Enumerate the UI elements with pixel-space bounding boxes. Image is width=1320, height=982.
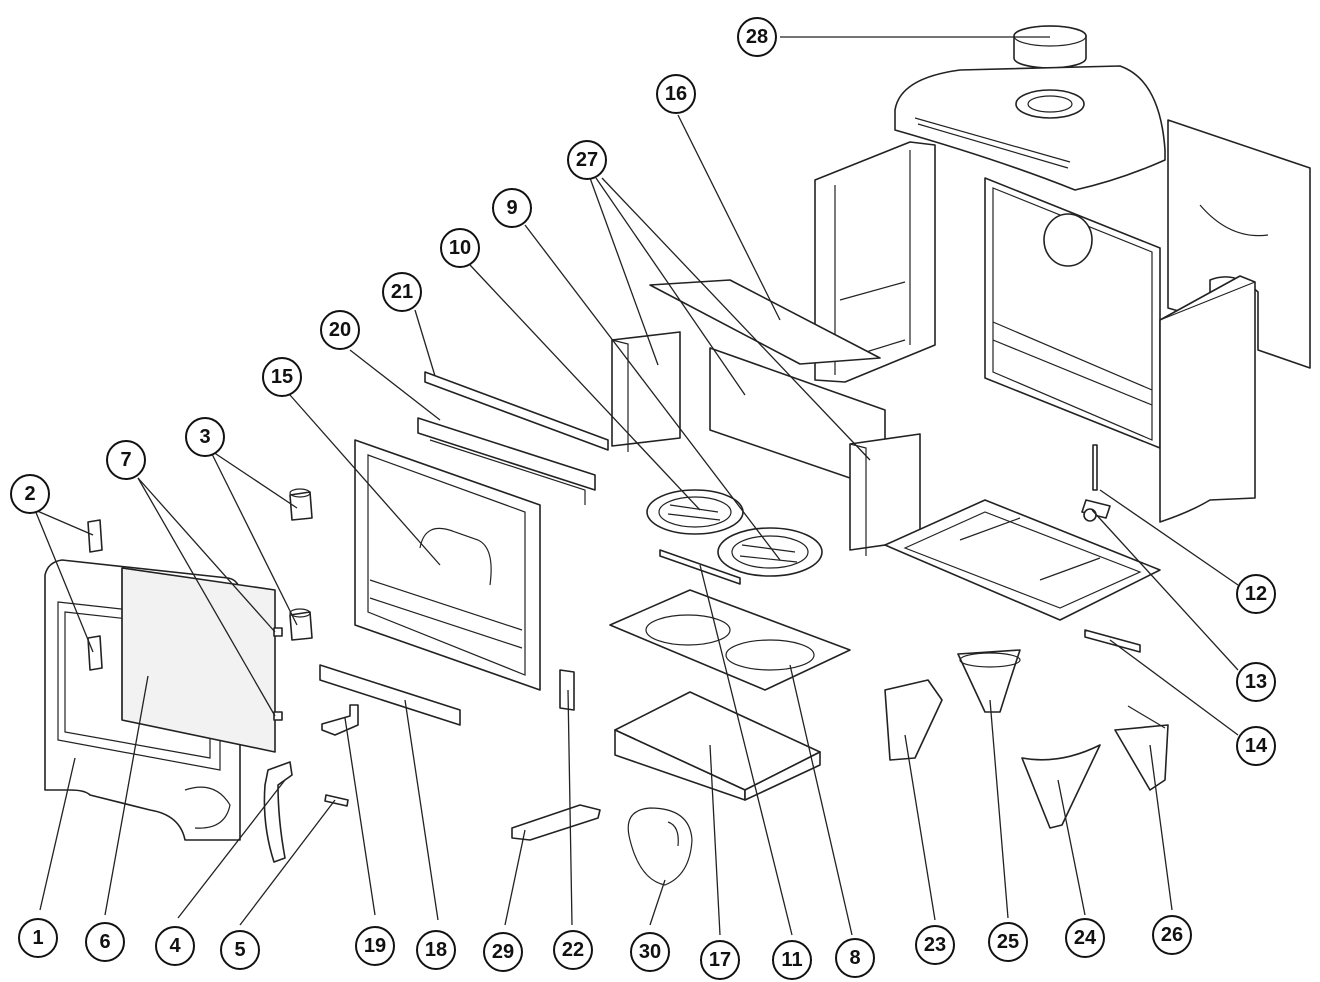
- svg-text:21: 21: [391, 281, 413, 303]
- svg-text:8: 8: [849, 947, 860, 969]
- callout-18: 18: [416, 930, 456, 970]
- svg-text:26: 26: [1161, 924, 1183, 946]
- leader-lines: [34, 36, 1239, 936]
- callout-1: 1: [18, 918, 58, 958]
- callout-17: 17: [700, 940, 740, 980]
- callout-24: 24: [1065, 918, 1105, 958]
- svg-text:18: 18: [425, 939, 447, 961]
- callout-23: 23: [915, 925, 955, 965]
- svg-text:3: 3: [199, 426, 210, 448]
- svg-text:22: 22: [562, 939, 584, 961]
- part-back-panel: [984, 177, 1161, 449]
- callout-5: 5: [220, 930, 260, 970]
- callout-7: 7: [106, 440, 146, 480]
- part-gasket: [627, 807, 693, 886]
- svg-text:12: 12: [1245, 583, 1267, 605]
- callout-9: 9: [492, 188, 532, 228]
- part-latch-upper: [87, 519, 103, 553]
- callout-20: 20: [320, 310, 360, 350]
- callout-10: 10: [440, 228, 480, 268]
- svg-text:4: 4: [169, 935, 181, 957]
- part-right-side-body: [1159, 275, 1256, 523]
- part-latch-lower: [87, 635, 103, 671]
- part-leg-rear-right: [1114, 705, 1169, 791]
- part-base-plate: [884, 499, 1161, 621]
- part-latch-plate: [559, 669, 575, 711]
- part-grate-left: [646, 489, 744, 535]
- callout-13: 13: [1236, 662, 1276, 702]
- svg-text:30: 30: [639, 941, 661, 963]
- part-leg-front-left: [884, 679, 943, 761]
- svg-text:11: 11: [781, 949, 802, 971]
- callout-15: 15: [262, 357, 302, 397]
- part-door-glass: [121, 567, 276, 753]
- callout-2: 2: [10, 474, 50, 514]
- callout-30: 30: [630, 932, 670, 972]
- part-lower-rail: [319, 664, 461, 726]
- svg-text:23: 23: [924, 934, 946, 956]
- callout-29: 29: [483, 932, 523, 972]
- callout-6: 6: [85, 922, 125, 962]
- part-side-firebrick-left: [611, 331, 681, 452]
- callout-4: 4: [155, 926, 195, 966]
- part-bolt: [324, 794, 349, 807]
- callout-12: 12: [1236, 574, 1276, 614]
- svg-text:6: 6: [99, 931, 110, 953]
- svg-text:20: 20: [329, 319, 351, 341]
- part-grate-bed: [609, 589, 851, 691]
- part-hinge-upper: [289, 488, 313, 521]
- callout-8: 8: [835, 938, 875, 978]
- svg-text:16: 16: [665, 83, 687, 105]
- callout-28: 28: [737, 17, 777, 57]
- part-clip: [321, 704, 359, 736]
- svg-text:9: 9: [506, 197, 517, 219]
- svg-text:5: 5: [234, 939, 245, 961]
- svg-text:29: 29: [492, 941, 514, 963]
- callout-19: 19: [355, 926, 395, 966]
- svg-text:25: 25: [997, 931, 1019, 953]
- callout-21: 21: [382, 272, 422, 312]
- callout-11: 11: [772, 940, 812, 980]
- part-bracket: [417, 417, 596, 505]
- part-top-bar: [424, 371, 609, 451]
- part-ash-pan-tool: [511, 804, 601, 841]
- part-riddle-bar: [1084, 629, 1141, 653]
- svg-text:13: 13: [1245, 671, 1267, 693]
- part-top-plate: [894, 65, 1166, 191]
- svg-text:2: 2: [24, 483, 35, 505]
- part-spring-rod: [1092, 444, 1098, 491]
- svg-text:14: 14: [1245, 735, 1268, 757]
- callout-3: 3: [185, 417, 225, 457]
- part-door-frame: [354, 439, 541, 691]
- svg-text:7: 7: [120, 449, 131, 471]
- svg-text:17: 17: [709, 949, 731, 971]
- svg-text:19: 19: [364, 935, 386, 957]
- part-pin-upper: [273, 627, 283, 637]
- part-leg-rear-left: [1021, 744, 1101, 829]
- part-pin-lower: [273, 711, 283, 721]
- callout-26: 26: [1152, 915, 1192, 955]
- callout-27: 27: [567, 140, 607, 180]
- part-air-control: [1081, 499, 1111, 522]
- svg-text:15: 15: [271, 366, 293, 388]
- callout-14: 14: [1236, 726, 1276, 766]
- part-ash-pan: [614, 691, 821, 801]
- svg-text:24: 24: [1074, 927, 1097, 949]
- part-grate-right: [717, 527, 823, 577]
- svg-text:28: 28: [746, 26, 768, 48]
- callout-25: 25: [988, 922, 1028, 962]
- part-leg-front-right: [957, 649, 1021, 713]
- svg-text:10: 10: [449, 237, 471, 259]
- svg-text:1: 1: [32, 927, 43, 949]
- callout-22: 22: [553, 930, 593, 970]
- part-hinge-lower: [289, 608, 313, 641]
- part-door-handle: [263, 761, 293, 863]
- callout-16: 16: [656, 74, 696, 114]
- svg-text:27: 27: [576, 149, 598, 171]
- part-flue-collar: [1013, 25, 1087, 69]
- part-baffle-plate: [649, 279, 881, 365]
